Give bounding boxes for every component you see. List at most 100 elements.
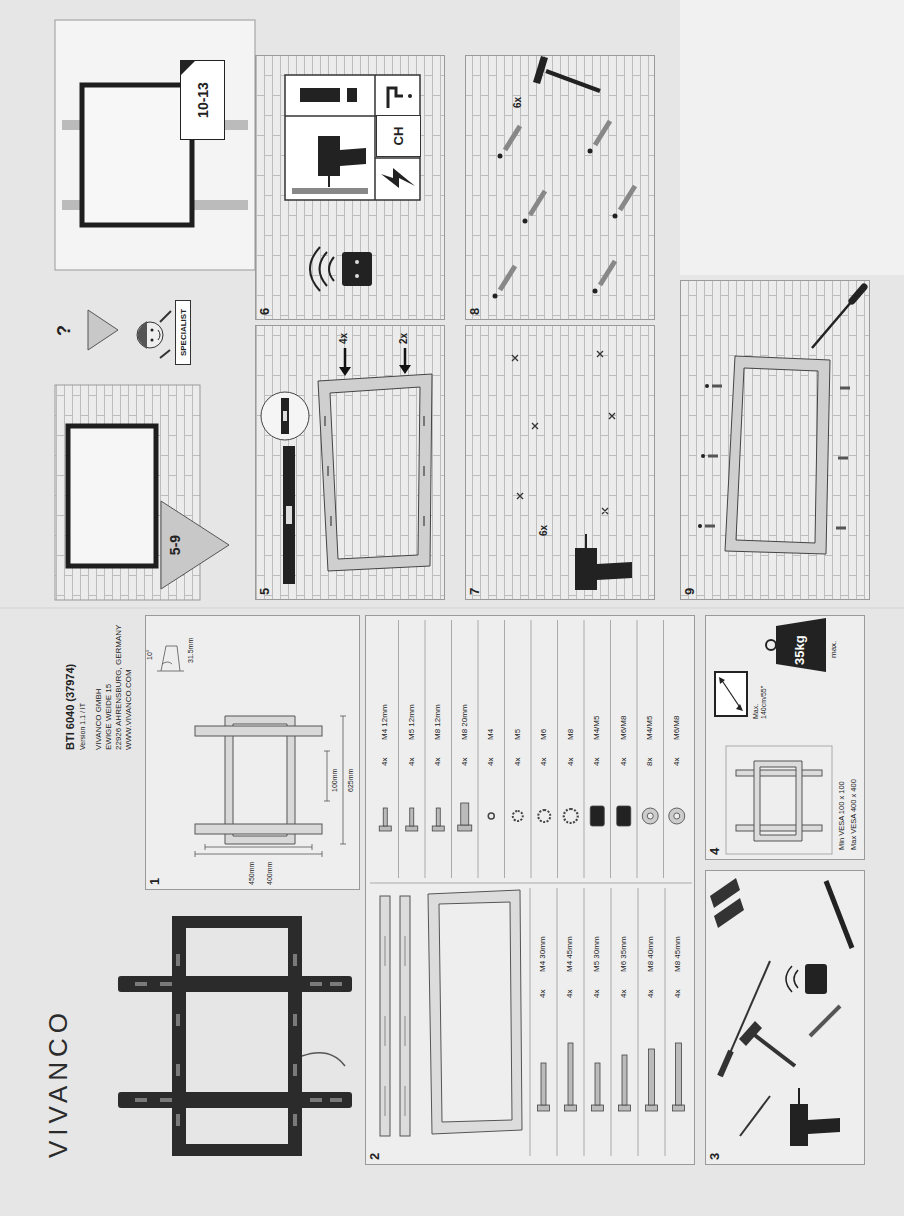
part-size: M8 45mm — [673, 936, 682, 972]
step-panel: 6CH — [255, 55, 445, 320]
detector-step — [355, 274, 359, 278]
level-step — [339, 367, 351, 376]
dimension: 400mm — [266, 862, 274, 885]
step-panel: 8 — [465, 55, 655, 320]
wall-tv-option — [151, 329, 154, 332]
small-parts — [669, 808, 685, 824]
anchor-step — [493, 56, 636, 299]
detector-step — [310, 247, 334, 291]
table-lines — [370, 620, 692, 1156]
address-line: EWIGE WEIDE 15 — [104, 684, 113, 750]
detector-step — [408, 94, 412, 98]
part-size: M4 12mm — [380, 704, 389, 740]
level-step — [283, 411, 287, 421]
part-size: M8 20mm — [460, 704, 469, 740]
detector-step — [342, 252, 372, 286]
address-line: VIVANCO GMBH — [94, 688, 103, 750]
sheet-ground — [680, 0, 904, 275]
bracket-parts — [385, 936, 405, 1116]
level-step — [261, 348, 432, 584]
part-size: M5 — [513, 729, 522, 740]
dimension: 625mm — [347, 769, 355, 792]
model-title: BTI 6040 (37974) — [64, 664, 77, 750]
part-size: M8 12mm — [433, 704, 442, 740]
bolt-pictures — [565, 1105, 577, 1111]
detector-step — [381, 168, 415, 188]
part-size: M6/M8 — [619, 716, 628, 740]
step-number: 9 — [682, 588, 697, 595]
dimension: 450mm — [248, 862, 256, 885]
size-limits — [719, 677, 725, 684]
dimension: 10° — [146, 649, 154, 660]
step-panel: 9 — [680, 280, 870, 600]
detector-step — [300, 88, 340, 102]
dimension-lines — [157, 646, 346, 857]
level-step — [261, 392, 309, 440]
symbol-text: CH — [391, 127, 406, 146]
part-size: M4 — [486, 729, 495, 740]
wall-tv-option — [88, 310, 118, 350]
bolt-pictures — [541, 1063, 546, 1105]
size-limits — [736, 770, 822, 776]
small-parts — [383, 808, 387, 826]
part-count: 4x — [380, 758, 389, 766]
step-range-tag: 10-13 — [180, 60, 225, 140]
page-curl — [181, 61, 195, 75]
size-limits — [766, 640, 776, 650]
size-limits — [754, 761, 802, 841]
step-range-arrow: 5-9 — [160, 500, 230, 590]
dimension: 100mm — [331, 769, 339, 792]
dimension-drawing — [195, 726, 322, 736]
step-number: 1 — [147, 878, 162, 885]
anchor-step — [588, 149, 593, 154]
small-parts — [379, 803, 685, 831]
anchor-step — [600, 261, 615, 285]
wall-tv-option — [137, 322, 163, 348]
table-lines — [399, 620, 664, 878]
anchor-step — [546, 71, 600, 91]
anchor-step — [498, 154, 503, 159]
bolt-pictures — [622, 1055, 627, 1105]
part-count: 4x — [672, 758, 681, 766]
anchor-step — [613, 214, 618, 219]
part-count: 4x — [460, 758, 469, 766]
sheet-ground — [0, 0, 904, 608]
specialist-label: SPECIALIST — [175, 300, 191, 365]
part-count: 4x — [619, 990, 628, 998]
small-parts — [432, 826, 444, 831]
part-count: 4x — [673, 990, 682, 998]
small-parts — [564, 809, 578, 823]
dimension-lines — [195, 716, 346, 857]
quantity: 6x — [512, 97, 524, 108]
size-limit: Max. 140cm/55" — [752, 673, 768, 719]
dimension-lines — [157, 646, 184, 671]
part-size: M5 12mm — [407, 704, 416, 740]
wall-tv-option — [160, 311, 171, 322]
anchor-step — [620, 186, 635, 210]
bolt-pictures — [595, 1063, 600, 1105]
mount-step — [812, 301, 852, 348]
tool-icons — [798, 1088, 800, 1104]
bolt-pictures — [649, 1049, 655, 1105]
part-count: 4x — [407, 758, 416, 766]
mount-photo — [135, 954, 342, 1126]
tool-icons — [720, 1051, 731, 1076]
quantity: 4x — [338, 333, 350, 344]
small-parts — [406, 826, 418, 831]
part-size: M4 45mm — [565, 936, 574, 972]
part-size: M6 — [539, 729, 548, 740]
panel-ground — [145, 615, 360, 890]
anchor-step — [595, 121, 610, 145]
detector-step — [318, 136, 366, 176]
bolt-pictures — [538, 1105, 550, 1111]
tool-icons — [826, 881, 852, 948]
step-number: 4 — [707, 848, 722, 855]
anchor-step — [530, 191, 545, 215]
bolt-pictures — [646, 1105, 658, 1111]
part-count: 4x — [646, 990, 655, 998]
step-range: 5-9 — [167, 500, 183, 590]
step-panel: 2 — [365, 615, 695, 1165]
page-curl — [181, 61, 195, 75]
part-count: 4x — [565, 990, 574, 998]
